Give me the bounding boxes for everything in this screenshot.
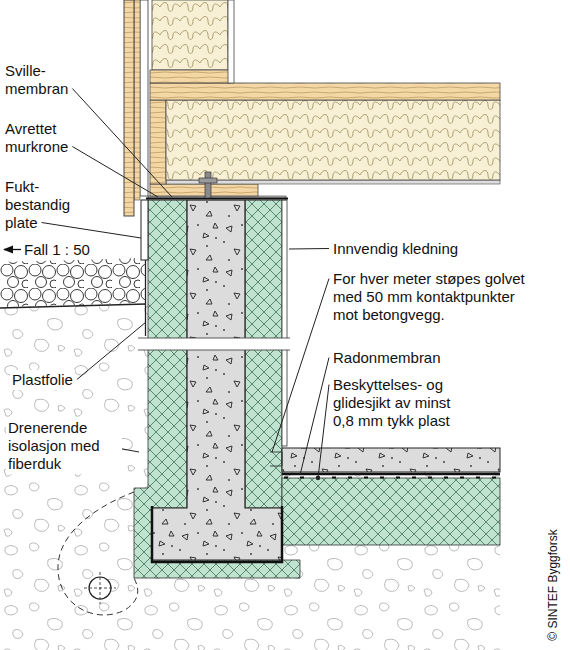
upper-wall xyxy=(152,0,228,70)
leader-line xyxy=(42,223,141,239)
floor-slab xyxy=(282,448,500,472)
floor-slab xyxy=(270,448,500,478)
concrete-wall xyxy=(152,200,282,562)
break-gap xyxy=(138,338,290,350)
leader-dot xyxy=(316,476,320,480)
drain-pipe xyxy=(84,572,116,604)
insulation xyxy=(134,200,500,578)
copyright-note: © SINTEF Byggforsk xyxy=(544,529,562,641)
insulation xyxy=(282,478,500,545)
floor-structure xyxy=(205,172,211,198)
moisture-resistant-plate xyxy=(141,200,148,260)
leader-line xyxy=(300,358,329,476)
callout-label: Beskyttelses- og glidesjikt av minst 0,8… xyxy=(333,376,468,430)
leader-line xyxy=(72,147,158,198)
leader-line xyxy=(77,322,146,380)
leader-line xyxy=(289,248,329,250)
upper-wall xyxy=(124,0,234,216)
callout-label: Sville- membran xyxy=(5,62,77,98)
insulation xyxy=(245,200,282,508)
floor-structure xyxy=(150,83,500,100)
upper-wall xyxy=(124,0,134,216)
floor-structure xyxy=(166,100,500,180)
floor-slab xyxy=(282,473,500,476)
break-gap xyxy=(138,338,290,350)
concrete-wall xyxy=(152,506,282,562)
callout-label: Avrettet murkrone xyxy=(5,120,85,156)
plastic-foil xyxy=(0,304,146,308)
floor-slab xyxy=(270,452,282,466)
callout-label: Drenerende isolasjon med fiberduk xyxy=(6,418,122,474)
callout-label: For hver meter støpes golvet med 50 mm k… xyxy=(333,270,538,324)
slope-arrow xyxy=(4,249,21,250)
callout-label: Fukt- bestandig plate xyxy=(5,178,83,232)
sill-membrane xyxy=(146,198,288,199)
break-gap xyxy=(138,338,290,350)
moisture-resistant-plate xyxy=(141,200,148,260)
gravel-layer xyxy=(0,258,146,307)
callout-label: Plastfolie xyxy=(10,370,75,390)
floor-structure xyxy=(150,100,166,184)
plastic-foil xyxy=(0,258,146,336)
gravel-layer xyxy=(0,258,146,307)
leader-line xyxy=(318,385,329,479)
concrete-wall xyxy=(152,200,282,560)
sill-membrane xyxy=(146,198,288,200)
upper-wall xyxy=(150,70,230,83)
leader-line xyxy=(72,89,172,198)
callout-label: Radonmembran xyxy=(333,349,441,367)
callout-label: Innvendig kledning xyxy=(333,240,458,258)
callout-label: Fall 1 : 50 xyxy=(24,241,90,259)
insulation xyxy=(134,200,300,578)
drain-pipe xyxy=(58,492,138,615)
drain-pipe xyxy=(58,492,138,615)
upper-wall xyxy=(228,0,234,83)
leader-line xyxy=(272,279,329,453)
floor-structure xyxy=(150,83,500,198)
upper-wall xyxy=(134,0,140,200)
floor-structure xyxy=(199,178,217,183)
plastic-foil xyxy=(145,258,146,336)
